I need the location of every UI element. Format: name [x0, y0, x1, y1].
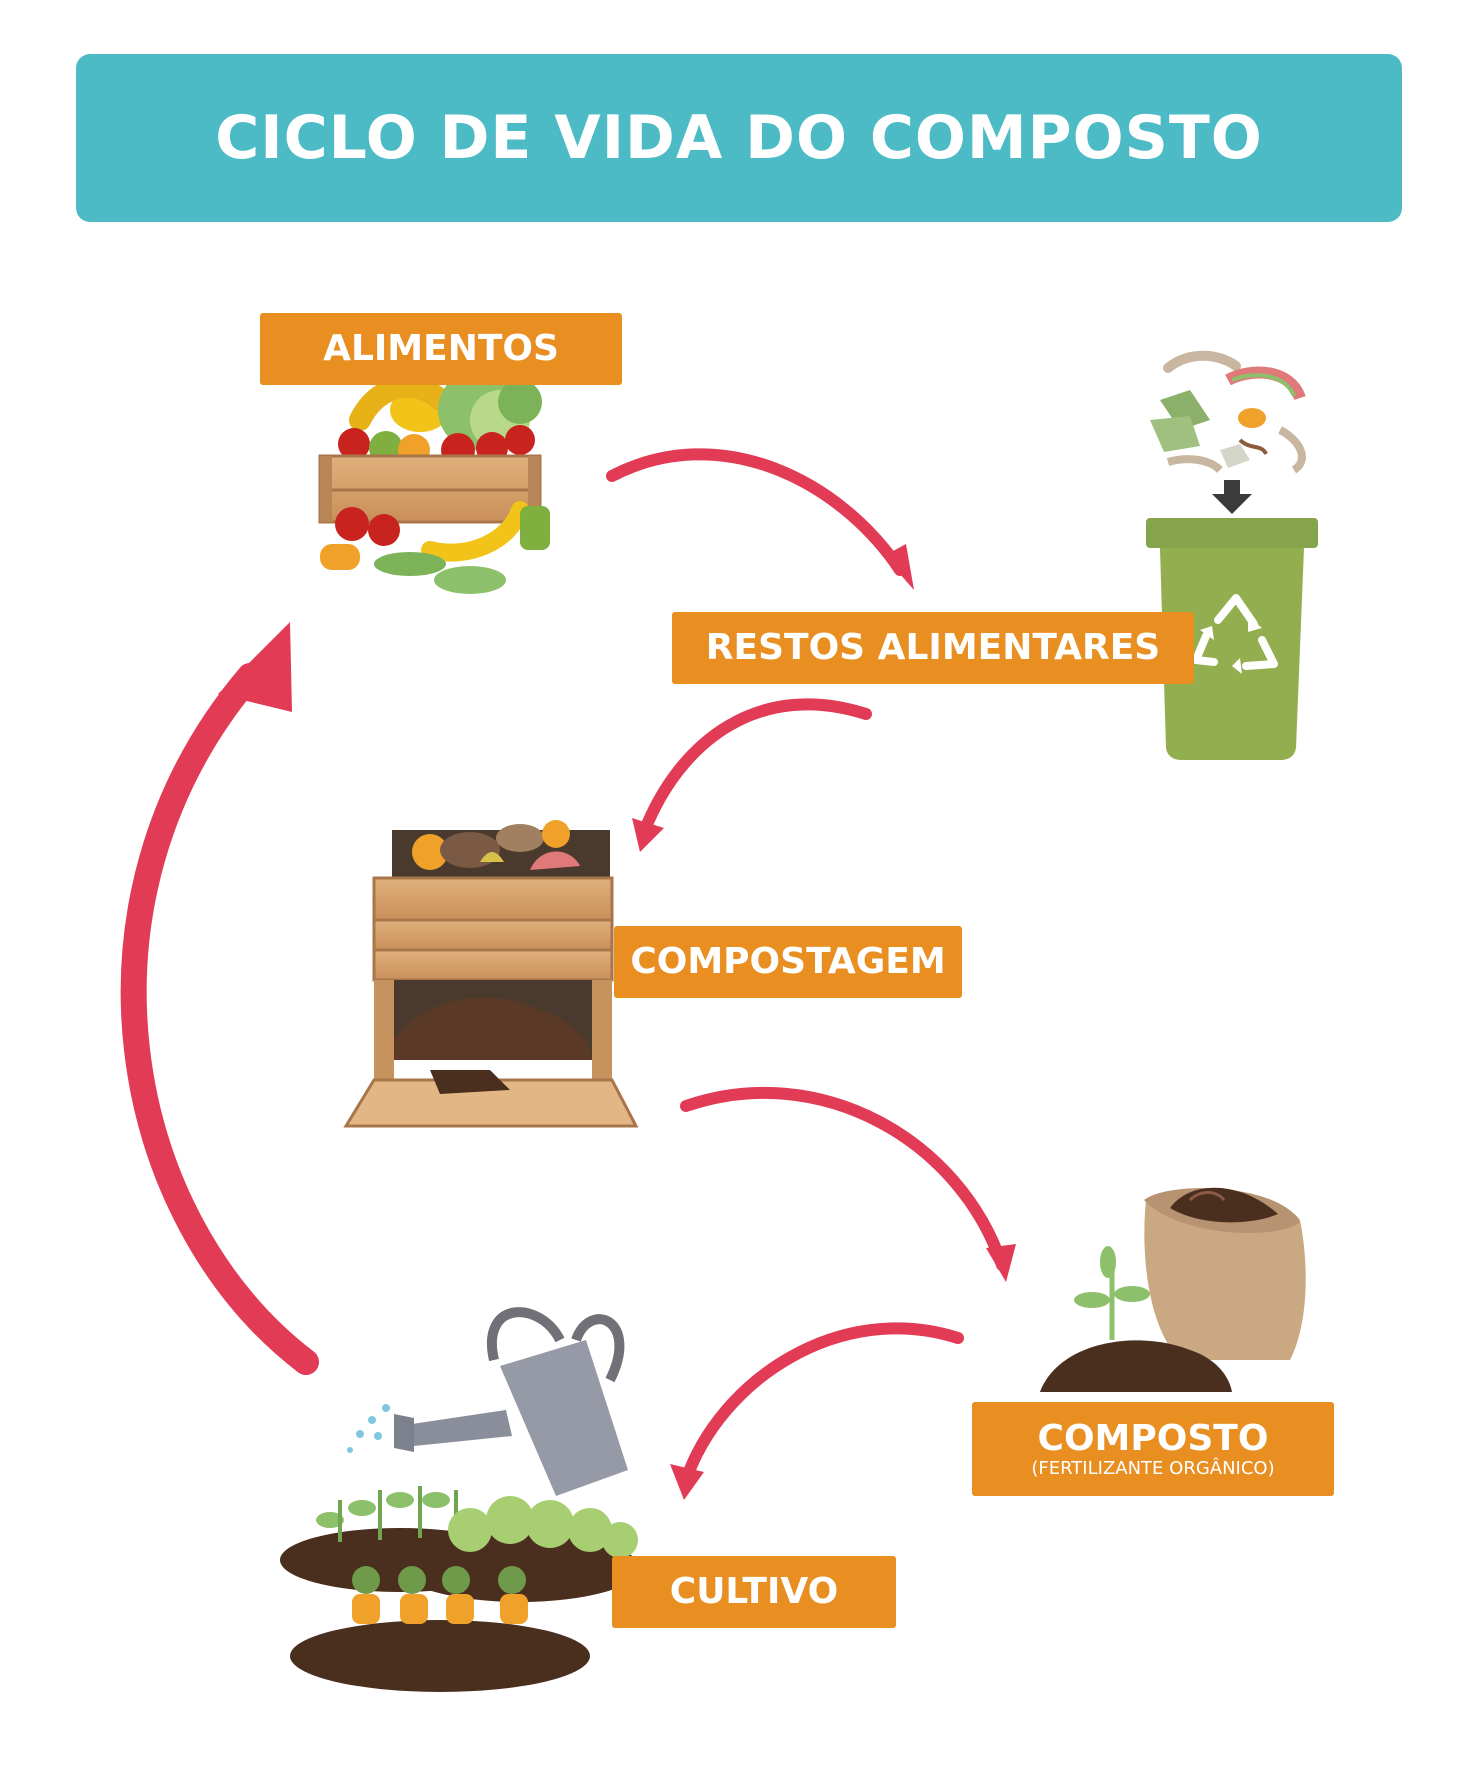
- cycle-arrows: [120, 448, 1008, 1486]
- arrow-composto-to-cultivo: [680, 1322, 964, 1486]
- stage-sublabel-text: (FERTILIZANTE ORGÂNICO): [1031, 1457, 1275, 1479]
- stage-label-text: ALIMENTOS: [323, 328, 559, 370]
- stage-label-text: CULTIVO: [669, 1571, 839, 1613]
- stage-label-cultivo: CULTIVO: [612, 1556, 896, 1628]
- fruit-crate-icon: [318, 370, 550, 594]
- title-banner: CICLO DE VIDA DO COMPOSTO: [76, 54, 1402, 222]
- stage-label-compostagem: COMPOSTAGEM: [614, 926, 962, 998]
- arrow-compostagem-to-composto: [680, 1086, 1008, 1271]
- arrowhead-restos: [884, 544, 914, 590]
- recycling-bin-icon: [1146, 350, 1318, 760]
- arrow-cultivo-to-alimentos: [120, 663, 319, 1375]
- arrowhead-alimentos: [218, 622, 292, 712]
- stage-label-text: RESTOS ALIMENTARES: [705, 627, 1161, 669]
- stage-label-restos-alimentares: RESTOS ALIMENTARES: [672, 612, 1194, 684]
- stage-label-composto: COMPOSTO (FERTILIZANTE ORGÂNICO): [972, 1402, 1334, 1496]
- compost-box-icon: [343, 820, 639, 1128]
- arrowhead-compostagem: [632, 818, 664, 852]
- arrowheads: [218, 544, 1016, 1500]
- page-title: CICLO DE VIDA DO COMPOSTO: [215, 103, 1263, 173]
- stage-label-alimentos: ALIMENTOS: [260, 313, 622, 385]
- stage-label-text: COMPOSTO: [1037, 1418, 1269, 1460]
- watering-can-garden-icon: [280, 1307, 640, 1692]
- arrow-restos-to-compostagem: [638, 698, 872, 838]
- arrow-alimentos-to-restos: [606, 448, 906, 576]
- arrowhead-cultivo: [670, 1464, 704, 1500]
- compost-sack-icon: [1040, 1187, 1306, 1392]
- stage-label-text: COMPOSTAGEM: [630, 941, 946, 983]
- arrowhead-composto: [986, 1244, 1016, 1282]
